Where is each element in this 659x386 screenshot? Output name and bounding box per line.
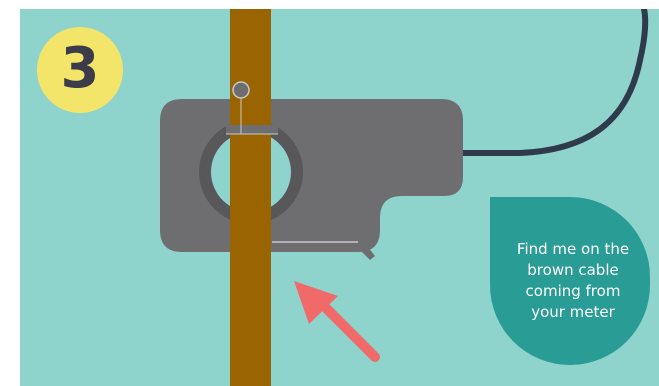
latch-hinge-icon <box>232 81 250 99</box>
step-badge: 3 <box>37 27 123 113</box>
tip-bubble: Find me on the brown cable coming from y… <box>490 197 650 365</box>
sensor-lead-cable <box>457 9 649 156</box>
tip-line: Find me on the <box>516 240 630 258</box>
tip-line: your meter <box>531 303 615 321</box>
clamp-latch <box>226 125 278 134</box>
clamp-lever <box>356 242 375 260</box>
brown-cable <box>230 9 271 386</box>
tip-line: brown cable <box>527 261 619 279</box>
tip-line: coming from <box>525 282 621 300</box>
step-number: 3 <box>60 36 100 101</box>
arrow-up-left-icon <box>294 281 380 362</box>
tip-text: Find me on the brown cable coming from y… <box>498 239 648 323</box>
